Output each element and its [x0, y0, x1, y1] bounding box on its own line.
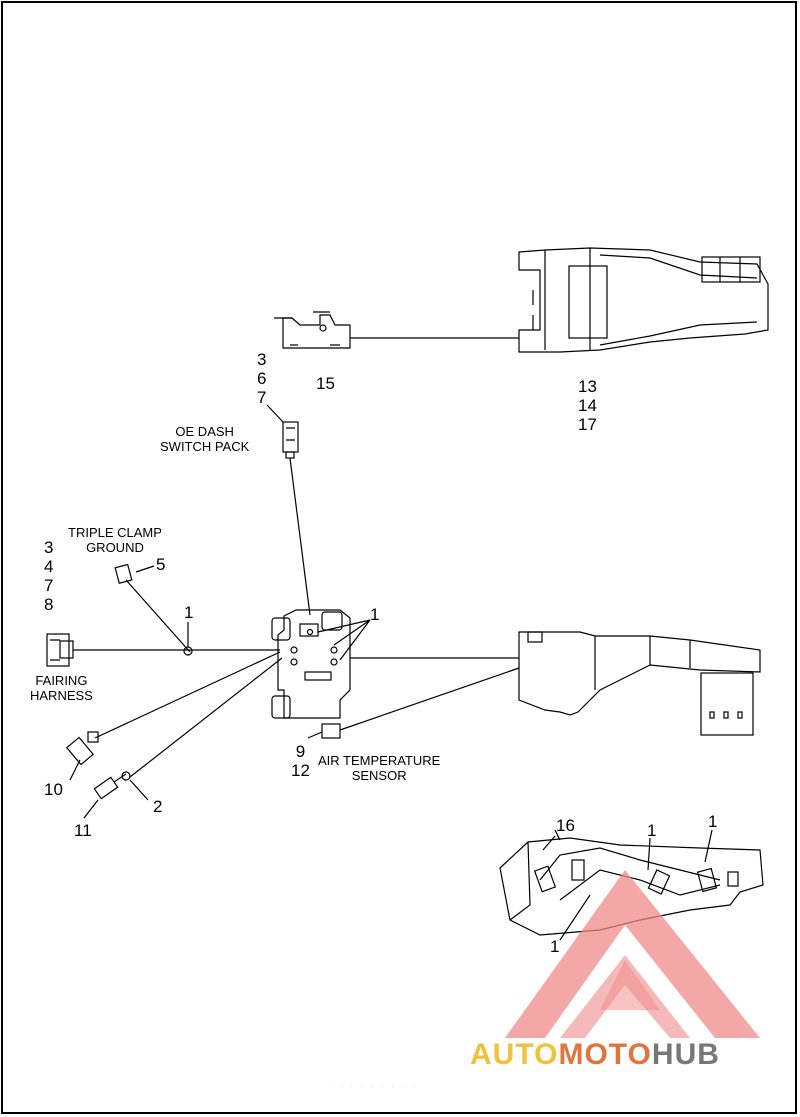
- triple-clamp-ground-terminal: [114, 563, 155, 585]
- air-temperature-sensor: [307, 723, 341, 739]
- footer-faint-text: · · · · · · · · ·: [330, 1083, 418, 1090]
- caption-air-temperature-sensor: AIR TEMPERATURE SENSOR: [318, 753, 440, 783]
- callout-15: 15: [316, 374, 335, 393]
- callout-3: 3: [257, 350, 267, 369]
- callout-stack-3-6-7: 3 6 7: [257, 350, 266, 407]
- callout-1-clip: 1: [184, 603, 194, 622]
- caption-triple-clamp-line1: TRIPLE CLAMP: [68, 525, 162, 540]
- caption-fairing-harness: FAIRING HARNESS: [30, 673, 93, 703]
- automotohub-watermark: AUTOMOTOHUB: [470, 1038, 720, 1072]
- caption-air-temp-line1: AIR TEMPERATURE: [318, 753, 441, 768]
- central-bracket: [271, 609, 351, 719]
- callout-6: 6: [257, 369, 267, 388]
- callout-11: 11: [74, 821, 92, 840]
- callout-8: 8: [44, 595, 54, 614]
- callout-17: 17: [578, 415, 597, 434]
- callout-stack-9-12: 9 12: [291, 742, 310, 780]
- detail-view: [499, 829, 764, 941]
- caption-oe-dash-line1: OE DASH: [175, 424, 234, 439]
- callout-9: 9: [295, 742, 306, 761]
- harness-clip-1: [183, 622, 193, 656]
- detail-callout-1a: 1: [647, 821, 657, 840]
- upper-fairing-bracket: [518, 247, 769, 353]
- detail-callout-16: 16: [556, 816, 575, 835]
- watermark-hub: HUB: [651, 1038, 720, 1071]
- callout-14: 14: [578, 396, 597, 415]
- detail-callout-1b: 1: [708, 812, 718, 831]
- caption-triple-clamp-line2: GROUND: [86, 540, 144, 555]
- detail-callout-1c: 1: [550, 937, 560, 956]
- wire-oe-dash: [289, 457, 311, 616]
- connector-11: [83, 771, 149, 819]
- fairing-harness-connector: [46, 633, 74, 667]
- leader-oe-dash: [266, 404, 284, 423]
- callout-4: 4: [44, 557, 54, 576]
- watermark-triangle: [505, 870, 760, 1038]
- connector-10: [65, 731, 99, 781]
- caption-oe-dash-line2: SWITCH PACK: [160, 439, 250, 454]
- connector-bracket-15: [274, 311, 351, 349]
- oe-dash-connector: [282, 421, 299, 459]
- callout-12: 12: [291, 761, 310, 780]
- callout-3b: 3: [44, 538, 54, 557]
- caption-air-temp-line2: SENSOR: [351, 768, 407, 783]
- callout-7b: 7: [44, 576, 54, 595]
- caption-fairing-line1: FAIRING: [35, 673, 88, 688]
- caption-triple-clamp-ground: TRIPLE CLAMP GROUND: [68, 525, 162, 555]
- callout-13: 13: [578, 377, 597, 396]
- watermark-auto: AUTO: [470, 1038, 559, 1071]
- callout-stack-13-14-17: 13 14 17: [578, 377, 597, 434]
- caption-fairing-line2: HARNESS: [30, 688, 93, 703]
- callout-7: 7: [257, 388, 267, 407]
- callout-5: 5: [156, 555, 166, 574]
- watermark-moto: MOTO: [558, 1038, 652, 1071]
- leaders-bracket-1: [317, 619, 371, 661]
- callout-10: 10: [44, 780, 63, 799]
- caption-oe-dash-switch-pack: OE DASH SWITCH PACK: [160, 424, 249, 454]
- harness-wires: [73, 579, 520, 778]
- callout-1-bracket: 1: [370, 605, 380, 624]
- lower-fairing-bracket: [518, 631, 761, 736]
- callout-stack-3-4-7-8: 3 4 7 8: [44, 538, 53, 614]
- callout-2: 2: [153, 797, 163, 816]
